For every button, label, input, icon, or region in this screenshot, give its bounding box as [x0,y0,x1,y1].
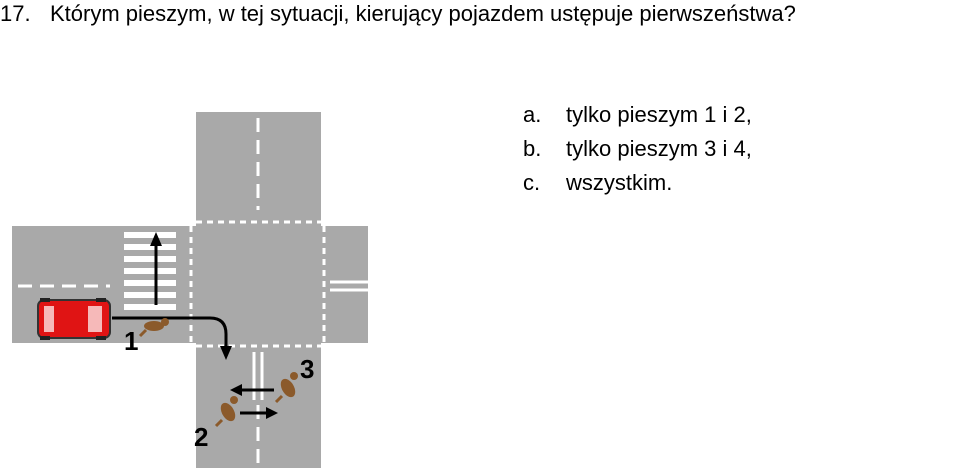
answer-list: a. tylko pieszym 1 i 2, b. tylko pieszym 3… [523,98,752,200]
question-text: Którym pieszym, w tej sytuacji, kierując… [50,1,796,26]
answer-text: tylko pieszym 3 i 4, [566,136,752,161]
question: 17. Którym pieszym, w tej sytuacji, kieru… [0,0,796,28]
question-number: 17. [0,1,31,26]
centre-lines [18,118,368,468]
pedestrian-arrows [240,388,274,415]
red-car [37,298,111,340]
answer-letter: a. [523,102,542,127]
pedestrian-arrow-heads [230,384,278,419]
pedestrian-label-2: 2 [194,422,208,452]
answer-text: tylko pieszym 1 i 2, [566,102,752,127]
answer-c[interactable]: c. wszystkim. [523,166,752,200]
pedestrian-label-1: 1 [124,326,138,356]
intersection-edge-lines [189,220,326,348]
pedestrian-3 [274,372,298,404]
vehicle-path-arrows [112,244,228,348]
arrow-heads [150,232,232,360]
answer-letter: c. [523,170,541,195]
pedestrian-1 [138,318,169,338]
answer-a[interactable]: a. tylko pieszym 1 i 2, [523,98,752,132]
zebra-crossing [124,232,176,310]
pedestrian-2 [214,396,238,428]
answer-text: wszystkim. [566,170,673,195]
answer-b[interactable]: b. tylko pieszym 3 i 4, [523,132,752,166]
answer-letter: b. [523,136,542,161]
pedestrian-label-3: 3 [300,354,314,384]
road-surface [12,112,368,468]
